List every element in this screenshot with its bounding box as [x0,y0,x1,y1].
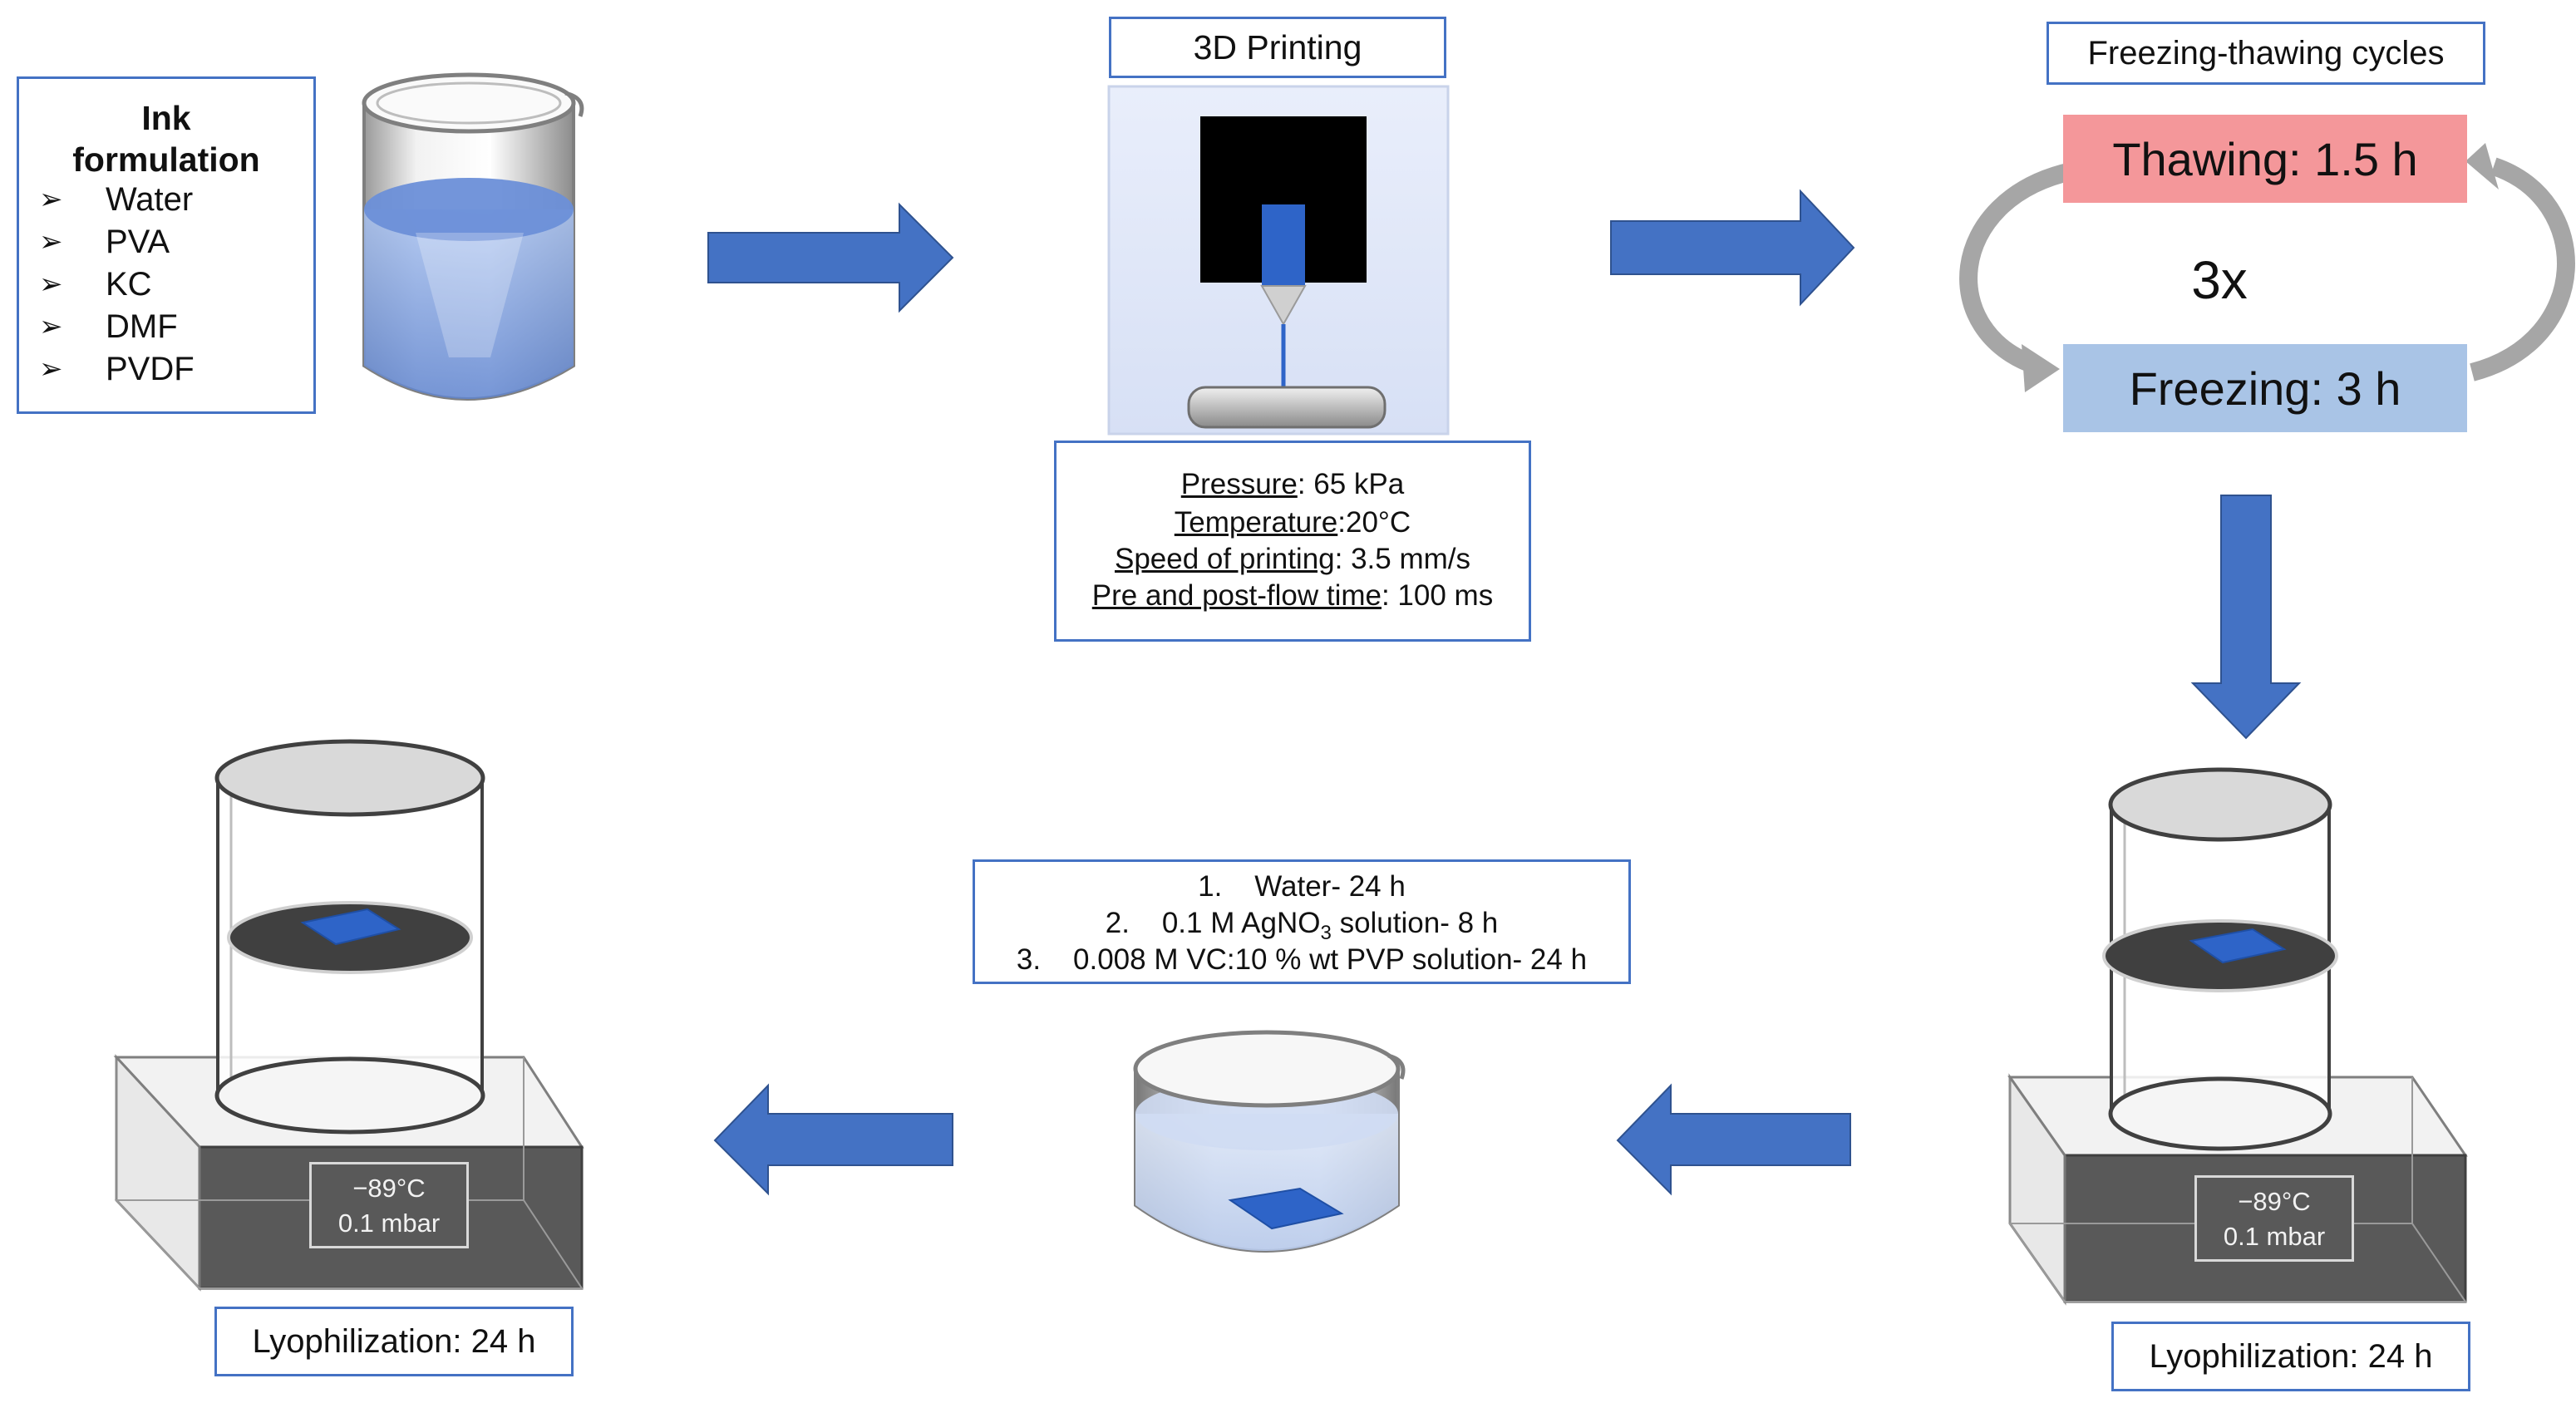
bullet-arrow-icon: ➢ [39,311,63,342]
list-item: ➢ KC [39,263,195,306]
step-text: solution- 8 h [1331,907,1499,939]
washing-steps-box: 1. Water- 24 h 2. 0.1 M AgNO3 solution- … [973,859,1631,984]
cycle-arrow-icon [1959,143,2575,392]
display-temperature: −89°C [352,1174,426,1203]
thawing-box: Thawing: 1.5 h [2063,115,2467,203]
display-pressure: 0.1 mbar [2223,1222,2326,1251]
bullet-arrow-icon: ➢ [39,226,63,258]
ink-ingredient-list: ➢ Water ➢ PVA ➢ KC ➢ DMF ➢ PVDF [39,179,195,391]
cycle-count-label: 3x [2191,250,2248,310]
list-item: ➢ PVDF [39,348,195,391]
param-speed: Speed of printing: 3.5 mm/s [1057,541,1529,578]
param-value: :20°C [1337,506,1411,539]
ink-formulation-title: Ink formulation [19,97,313,180]
ink-title-line2: formulation [72,140,260,179]
param-label: Pressure [1180,468,1298,500]
display-pressure: 0.1 mbar [337,1209,441,1238]
display-temperature: −89°C [2238,1187,2311,1216]
freeze-dryer-display-right: −89°C 0.1 mbar [2194,1175,2354,1262]
ingredient-label: DMF [106,308,178,345]
param-pressure: Pressure: 65 kPa [1057,466,1529,503]
param-temperature: Temperature:20°C [1057,505,1529,541]
bullet-arrow-icon: ➢ [39,268,63,300]
param-label: Pre and post-flow time [1091,579,1382,612]
ingredient-label: PVDF [106,351,195,387]
lyophilization-label-left: Lyophilization: 24 h [214,1307,574,1376]
printer-icon [1107,85,1450,436]
step-subscript: 3 [1320,922,1332,944]
param-value: : 65 kPa [1297,468,1405,500]
ink-title-line1: Ink [141,99,191,137]
step-text: 0.008 M VC:10 % wt PVP solution- 24 h [1073,943,1588,976]
ingredient-label: KC [106,266,152,303]
step-number: 2. [1105,907,1130,939]
washing-beaker-icon [1133,1030,1406,1253]
list-item: ➢ PVA [39,221,195,263]
step-item: 1. Water- 24 h [975,869,1628,905]
step-number: 1. [1198,870,1223,903]
ingredient-label: Water [106,181,194,218]
param-value: : 100 ms [1381,579,1494,612]
freeze-dryer-left-icon [113,739,584,1292]
bullet-arrow-icon: ➢ [39,184,63,215]
param-label: Speed of printing [1114,543,1335,575]
freezing-box: Freezing: 3 h [2063,344,2467,432]
ink-beaker-icon [362,72,584,401]
freeze-dryer-icon [2007,767,2468,1306]
step-number: 3. [1016,943,1042,976]
printing-params-box: Pressure: 65 kPa Temperature:20°C Speed … [1054,441,1531,642]
lyophilization-label-right: Lyophilization: 24 h [2111,1322,2470,1391]
step-text: Water- 24 h [1254,870,1406,903]
step-item: 3. 0.008 M VC:10 % wt PVP solution- 24 h [975,942,1628,978]
freeze-dryer-display-left: −89°C 0.1 mbar [309,1162,469,1248]
list-item: ➢ Water [39,179,195,221]
flow-arrow-icon [707,189,2302,1196]
param-flow-time: Pre and post-flow time: 100 ms [1057,578,1529,614]
bullet-arrow-icon: ➢ [39,353,63,385]
step-item: 2. 0.1 M AgNO3 solution- 8 h [975,905,1628,952]
ingredient-label: PVA [106,224,170,260]
param-label: Temperature [1174,506,1338,539]
list-item: ➢ DMF [39,306,195,348]
ink-formulation-box: Ink formulation ➢ Water ➢ PVA ➢ KC ➢ DMF ➢ PV… [17,76,316,414]
freeze-thaw-title: Freezing-thawing cycles [2047,22,2485,85]
param-value: : 3.5 mm/s [1334,543,1470,575]
step-text: 0.1 M AgNO [1161,907,1321,939]
printing-title: 3D Printing [1109,17,1446,78]
